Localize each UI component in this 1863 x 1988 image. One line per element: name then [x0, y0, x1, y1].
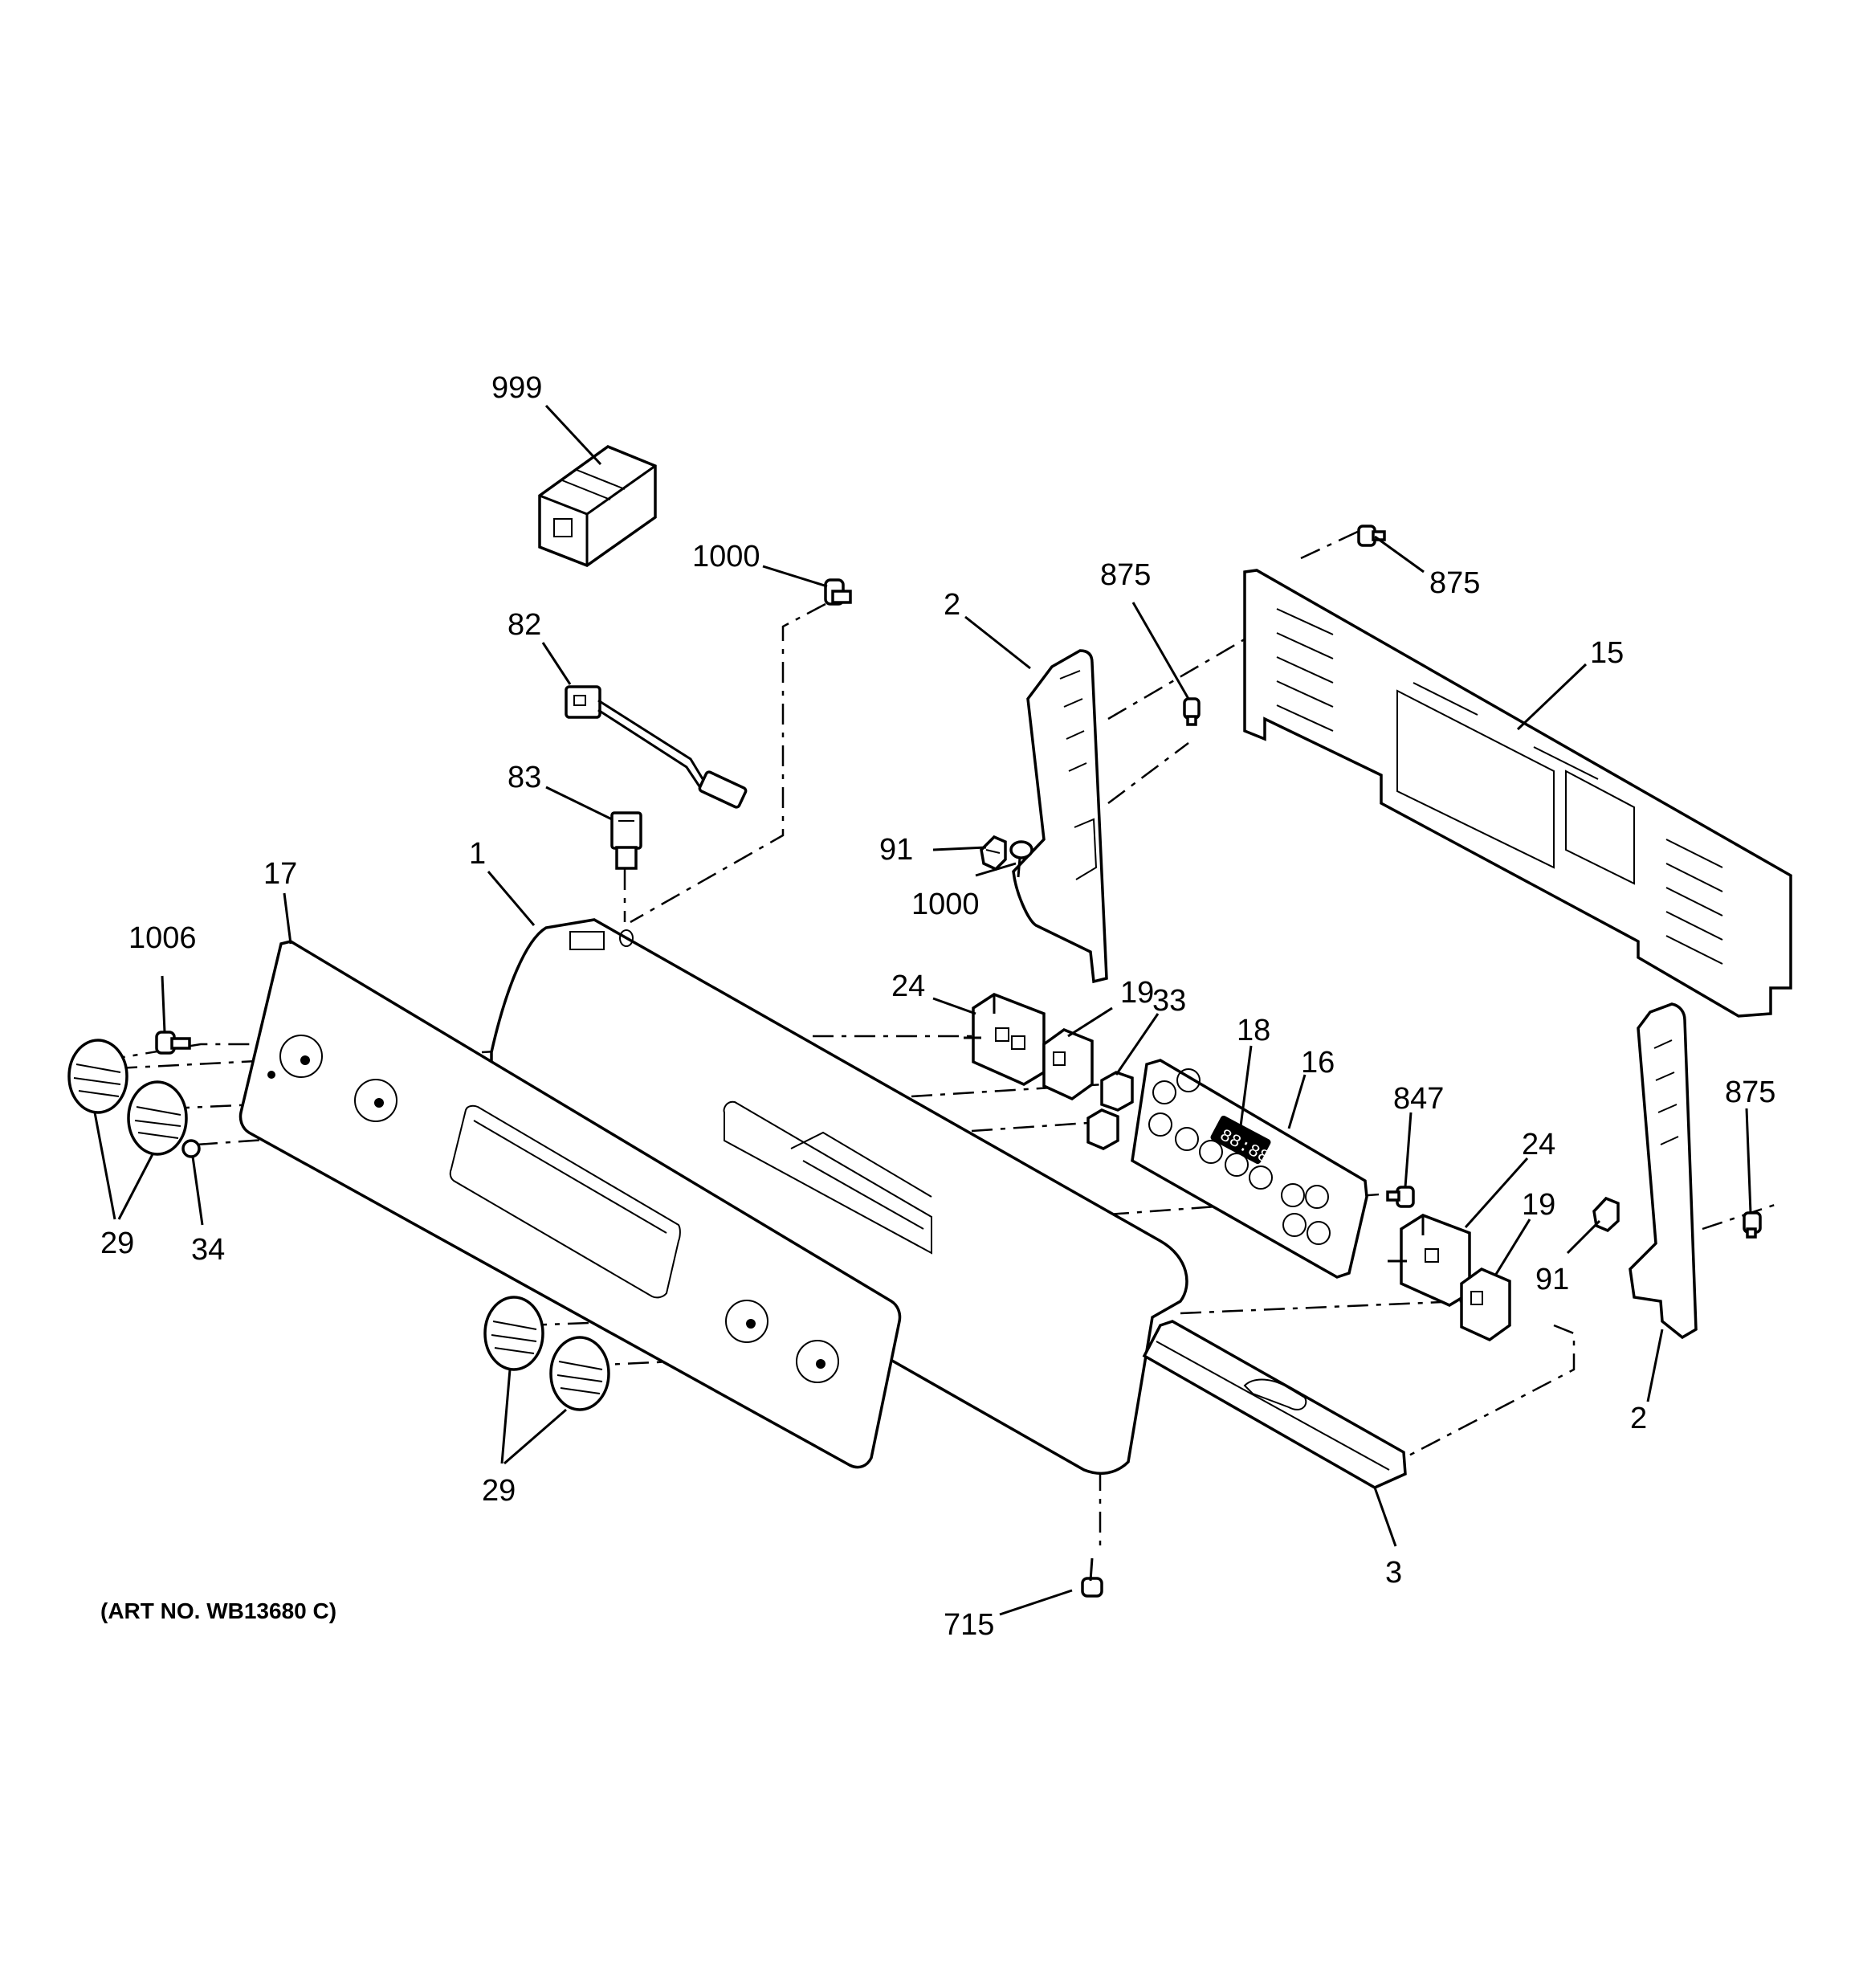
part-875-screw-b: [1357, 525, 1386, 547]
part-16-control-board: [1131, 1059, 1368, 1279]
callout-91-right: 91: [1535, 1263, 1569, 1296]
part-1000-screw-top: [824, 578, 852, 606]
callout-18: 18: [1237, 1014, 1270, 1047]
part-19-switch-upper: [1042, 1028, 1094, 1101]
part-19-switch-lower: [1460, 1268, 1511, 1342]
callout-999: 999: [491, 371, 542, 405]
callout-1: 1: [469, 837, 486, 871]
part-29-knob-4: [549, 1336, 610, 1411]
part-82-harness: [565, 685, 748, 809]
callout-34: 34: [191, 1233, 225, 1267]
callout-16: 16: [1301, 1046, 1335, 1080]
part-83-connector: [610, 811, 642, 870]
part-2-end-bracket-right: [1629, 1002, 1698, 1340]
part-715-screw: [1081, 1557, 1103, 1598]
part-91-clip-right: [1592, 1196, 1620, 1233]
callout-labels: 999 1000 82 83 1 17 1006 2 875 875 15 91…: [100, 371, 1775, 1642]
part-875-screw-a: [1183, 697, 1201, 726]
callout-1006: 1006: [128, 921, 197, 955]
callout-29-left: 29: [100, 1227, 134, 1260]
part-999-box: [538, 445, 657, 567]
part-33-switch-b: [1086, 1108, 1119, 1150]
callout-2-right: 2: [1630, 1402, 1647, 1435]
callout-24-lower: 24: [1522, 1128, 1555, 1161]
part-3-trim: [1142, 1320, 1407, 1489]
part-24-switch-upper: [964, 993, 1046, 1086]
part-847-screw: [1386, 1186, 1415, 1208]
part-875-screw-c: [1743, 1211, 1762, 1239]
part-2-end-bracket-left: [1012, 649, 1108, 984]
part-33-switch-a: [1100, 1071, 1134, 1112]
part-29-knob-3: [483, 1296, 544, 1371]
callout-15: 15: [1590, 636, 1624, 670]
part-29-knob-1: [67, 1039, 128, 1114]
callout-847: 847: [1393, 1082, 1444, 1116]
callout-29-bottom: 29: [482, 1474, 516, 1508]
callout-19-upper: 19: [1120, 976, 1154, 1010]
part-34-nut: [181, 1139, 201, 1158]
part-1000-screw-lower: [1009, 840, 1033, 878]
art-number: (ART NO. WB13680 C): [100, 1598, 336, 1623]
callout-875-a: 875: [1100, 558, 1151, 592]
callout-83: 83: [508, 761, 541, 794]
part-1-backsplash: [490, 918, 1188, 1476]
leader-lines: [93, 404, 1752, 1616]
callout-2-left: 2: [944, 588, 960, 622]
callout-17: 17: [263, 857, 297, 891]
callout-875-c: 875: [1725, 1076, 1775, 1109]
part-1006-screw: [155, 1031, 191, 1055]
callout-1000-lower: 1000: [911, 888, 980, 921]
callout-33: 33: [1152, 984, 1186, 1018]
part-91-clip-left: [980, 835, 1007, 872]
callout-715: 715: [944, 1608, 994, 1642]
callout-1000-top: 1000: [692, 540, 760, 574]
callout-875-b: 875: [1429, 566, 1480, 600]
callout-24-upper: 24: [891, 970, 925, 1003]
callout-91-left: 91: [879, 833, 913, 867]
callout-19-lower: 19: [1522, 1188, 1555, 1222]
part-29-knob-2: [127, 1080, 188, 1156]
callout-82: 82: [508, 608, 541, 642]
part-15-rear-panel: [1243, 569, 1792, 1018]
callout-3: 3: [1385, 1556, 1402, 1590]
part-24-switch-lower: [1388, 1214, 1471, 1307]
part-17-control-panel: [238, 940, 902, 1469]
